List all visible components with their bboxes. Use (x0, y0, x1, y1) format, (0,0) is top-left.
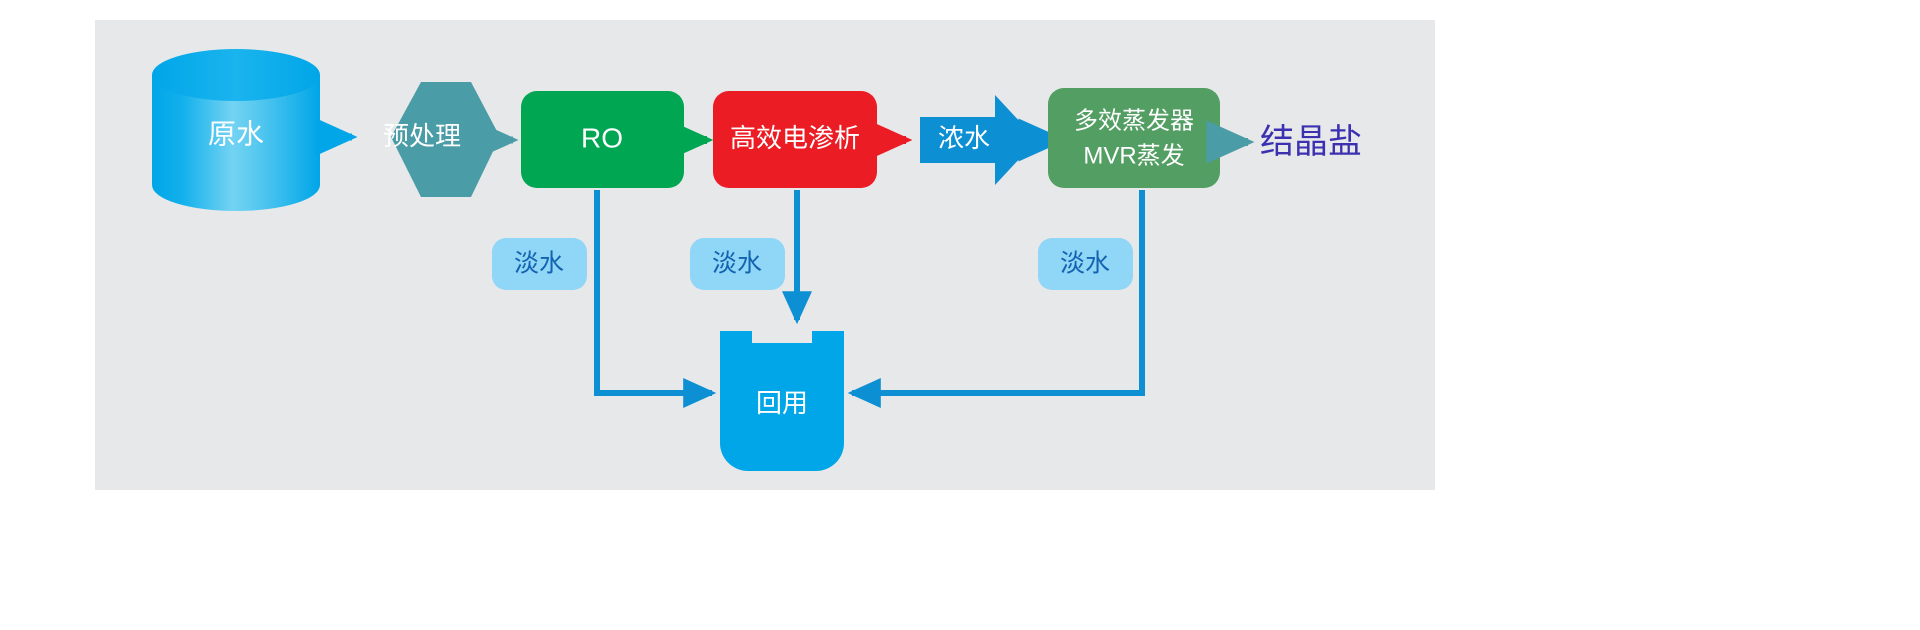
ro-label: RO (581, 122, 623, 153)
raw-water-cylinder-body (152, 75, 320, 211)
electrodialysis-label: 高效电渗析 (730, 123, 860, 153)
freshwater-label-electrodialysis: 淡水 (712, 250, 762, 278)
node-brine[interactable]: 浓水 (920, 95, 1037, 185)
reuse-tank-label: 回用 (756, 388, 808, 418)
node-mvr[interactable]: 多效蒸发器 MVR蒸发 (1048, 88, 1220, 188)
electrodialysis-box (713, 91, 877, 188)
node-raw-water[interactable]: 原水 (152, 49, 320, 211)
reuse-tank-shape (720, 331, 844, 471)
freshwater-label-ro: 淡水 (514, 250, 564, 278)
mvr-box (1048, 88, 1220, 188)
freshwater-chip-electrodialysis (690, 238, 785, 290)
node-ro[interactable]: RO (521, 91, 684, 188)
freshwater-label-mvr: 淡水 (1060, 250, 1110, 278)
freshwater-tag-ro[interactable]: 淡水 (492, 238, 587, 290)
brine-block-arrow (920, 95, 1037, 185)
mvr-label-line2: MVR蒸发 (1083, 142, 1184, 169)
freshwater-chip-ro (492, 238, 587, 290)
node-pretreatment[interactable]: 预处理 (383, 82, 500, 197)
node-electrodialysis[interactable]: 高效电渗析 (713, 91, 877, 188)
brine-label: 浓水 (938, 123, 990, 153)
raw-water-label: 原水 (208, 118, 264, 149)
mvr-label-line1: 多效蒸发器 (1074, 107, 1194, 134)
freshwater-tag-electrodialysis[interactable]: 淡水 (690, 238, 785, 290)
pretreatment-label: 预处理 (383, 121, 461, 151)
pretreatment-hexagon (391, 82, 500, 197)
connector-mvr-to-reuse-tank (847, 190, 1145, 408)
ro-box (521, 91, 684, 188)
freshwater-tag-mvr[interactable]: 淡水 (1038, 238, 1133, 290)
raw-water-cylinder-top (152, 49, 320, 101)
connector-ro-to-reuse-tank (594, 190, 717, 408)
node-reuse-tank[interactable]: 回用 (720, 331, 844, 471)
freshwater-chip-mvr (1038, 238, 1133, 290)
crystal-salt-label: 结晶盐 (1260, 123, 1362, 161)
